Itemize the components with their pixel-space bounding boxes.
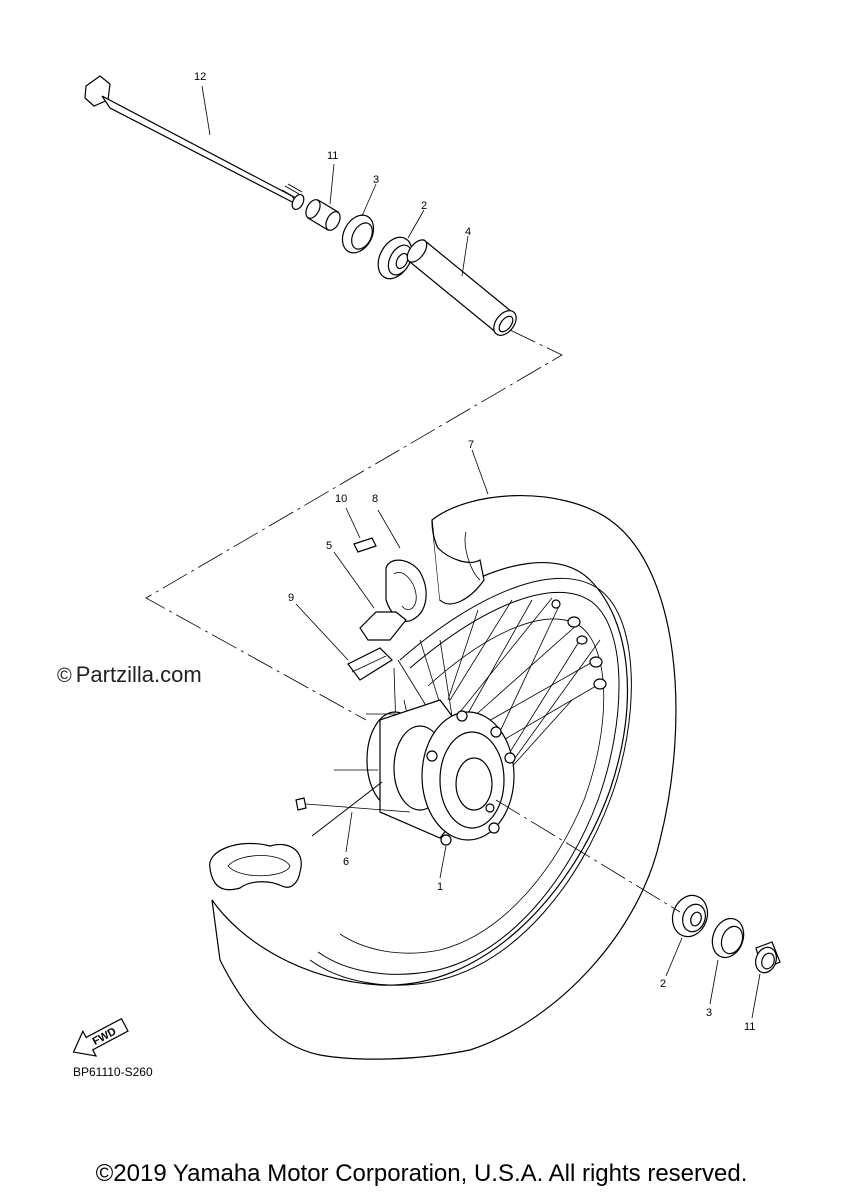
callout-10: 10 (335, 493, 347, 505)
callout-3-top: 3 (373, 174, 379, 186)
callout-7: 7 (468, 439, 474, 451)
callout-11-top: 11 (327, 150, 338, 162)
bearing-part-bottom (671, 894, 709, 938)
watermark: ©Partzilla.com (57, 662, 202, 688)
hub-part (366, 699, 516, 846)
callout-11-bottom: 11 (744, 1021, 755, 1033)
collar-part-bottom (755, 941, 781, 974)
diagram-code: BP61110-S260 (73, 1065, 153, 1079)
fwd-arrow-icon: FWD (72, 1017, 129, 1057)
leader-lines (201, 85, 761, 1019)
callout-2-bottom: 2 (660, 978, 666, 990)
callout-3-bottom: 3 (706, 1007, 712, 1019)
spokes (393, 597, 601, 791)
callout-6: 6 (343, 856, 349, 868)
callout-12: 12 (194, 71, 206, 83)
copyright-notice: ©2019 Yamaha Motor Corporation, U.S.A. A… (95, 1160, 748, 1187)
rim-band-part (359, 611, 407, 641)
oil-seal-part-top (341, 214, 375, 254)
valve-part (295, 781, 411, 837)
collar-part-top (305, 199, 341, 231)
callout-5: 5 (326, 540, 332, 552)
bearing-part-top (377, 236, 413, 280)
callout-2-top: 2 (421, 200, 427, 212)
callout-1: 1 (437, 881, 443, 893)
spoke-nipples (551, 599, 607, 690)
small-part-10 (353, 537, 377, 553)
fwd-label: FWD (91, 1026, 119, 1048)
callout-8: 8 (372, 493, 378, 505)
oil-seal-part-bottom (711, 917, 745, 959)
watermark-text: Partzilla.com (75, 662, 202, 687)
tire-part (209, 495, 677, 1060)
rim-part (309, 577, 632, 986)
nut-part (347, 647, 393, 681)
copyright-symbol: © (57, 665, 72, 687)
axle-part (84, 75, 305, 211)
callout-4: 4 (465, 226, 471, 238)
spacer-part (406, 239, 517, 336)
callout-9: 9 (288, 592, 294, 604)
